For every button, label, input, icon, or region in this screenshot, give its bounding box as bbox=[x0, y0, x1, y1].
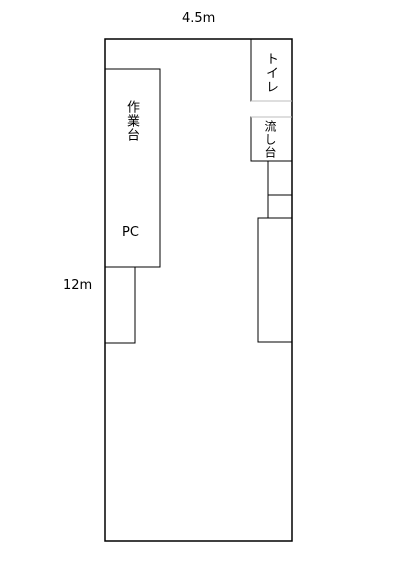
toilet-label: トイレ bbox=[263, 52, 278, 94]
width-label: 4.5m bbox=[182, 11, 216, 26]
shelf bbox=[257, 217, 293, 343]
cabinet-upper bbox=[267, 160, 293, 196]
pc-label: PC bbox=[122, 225, 139, 240]
sink-label: 流し台 bbox=[263, 120, 277, 159]
length-label: 12m bbox=[63, 278, 93, 293]
workbench-label: 作業台 bbox=[124, 100, 139, 142]
side-block bbox=[104, 266, 136, 344]
cabinet-lower bbox=[267, 194, 293, 219]
